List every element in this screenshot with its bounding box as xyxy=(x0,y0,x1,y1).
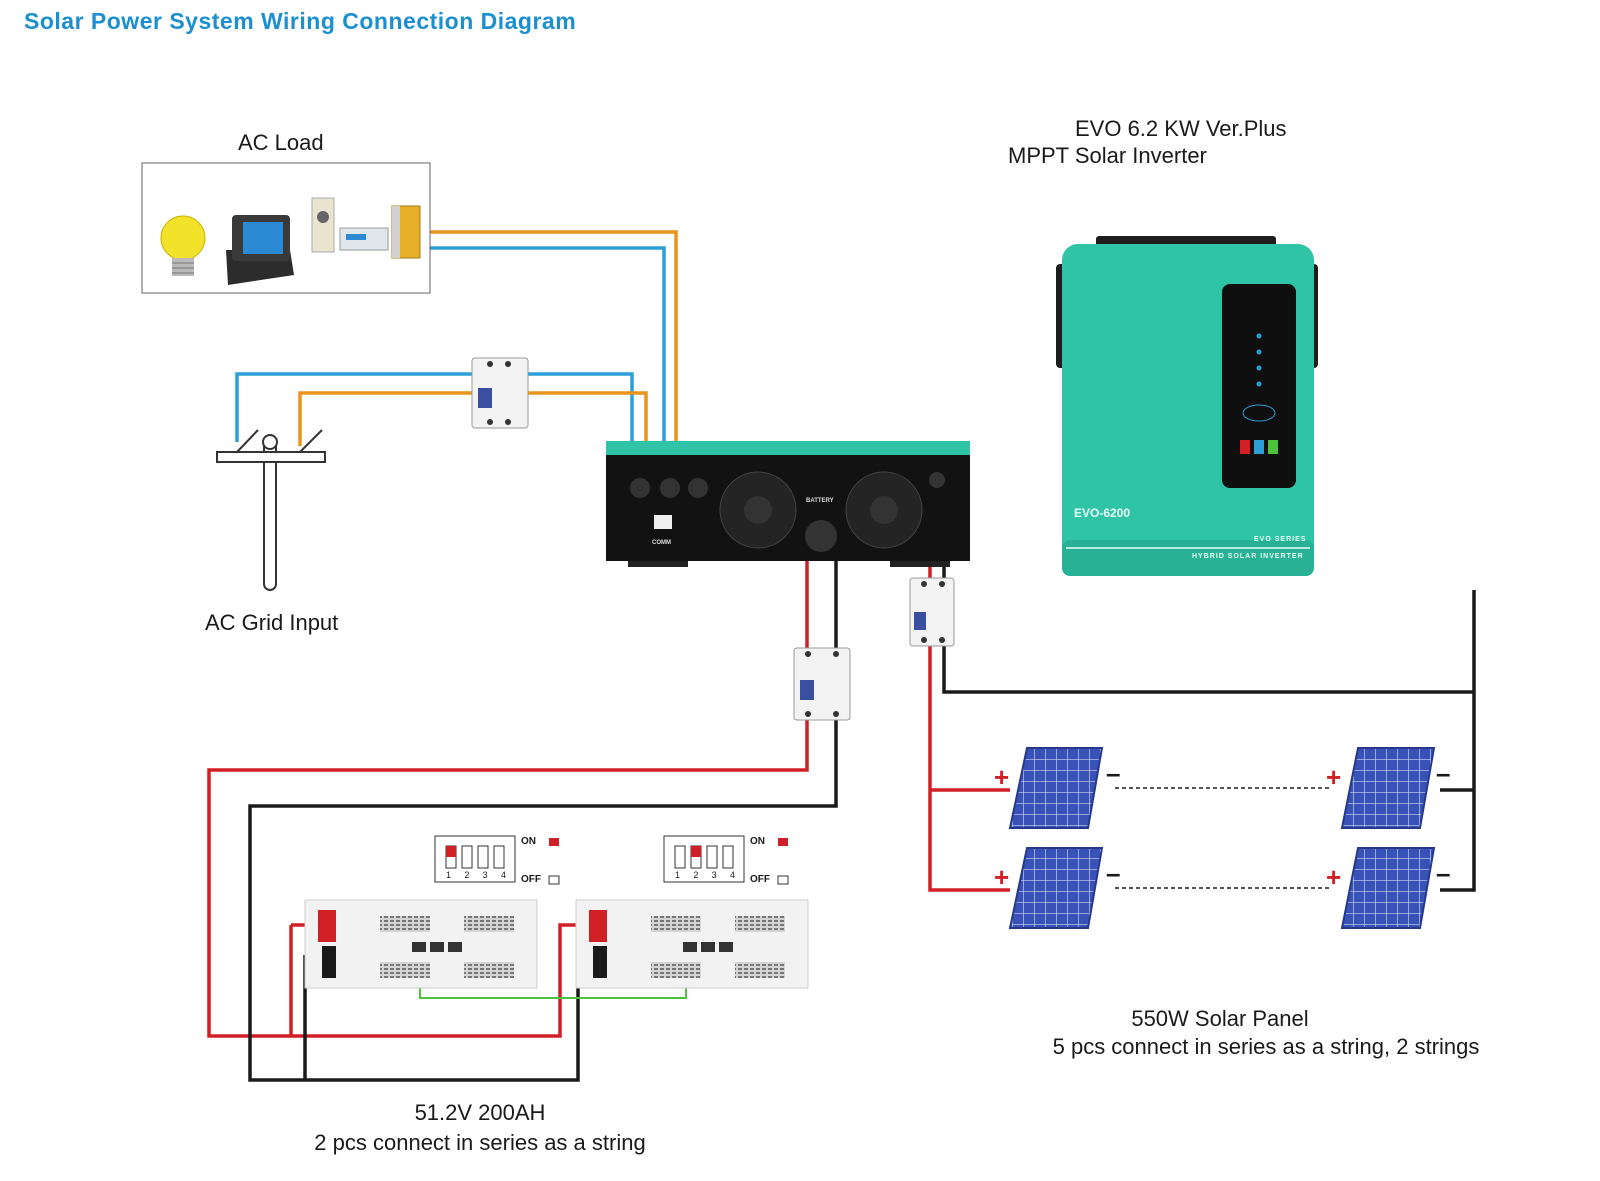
comm-port-icon xyxy=(654,515,672,529)
inverter-title-line2: MPPT Solar Inverter xyxy=(1008,143,1207,168)
dip1-num-4: 4 xyxy=(500,870,506,880)
dip1-num-2: 2 xyxy=(464,870,470,880)
solar-label-line1: 550W Solar Panel xyxy=(1131,1006,1309,1031)
battery-label-line2: 2 pcs connect in series as a string xyxy=(314,1130,646,1155)
dip2-on-label: ON xyxy=(750,836,765,847)
ac-grid-label: AC Grid Input xyxy=(205,610,339,635)
ac-load-label: AC Load xyxy=(238,130,324,155)
page-title: Solar Power System Wiring Connection Dia… xyxy=(24,8,577,34)
ac-load-wires xyxy=(424,230,678,470)
battery-unit-1 xyxy=(304,899,538,989)
fan-right-icon xyxy=(845,471,923,549)
stereo-icon xyxy=(311,197,421,259)
svg-text:–: – xyxy=(1436,858,1450,888)
inverter-front-view xyxy=(1056,236,1318,576)
solar-panel-1 xyxy=(1008,747,1104,829)
battery-unit-2 xyxy=(575,899,809,989)
battery-port-label: BATTERY xyxy=(806,498,834,504)
solar-panel-2 xyxy=(1340,747,1436,829)
dip2-num-4: 4 xyxy=(729,870,735,880)
tv-icon xyxy=(226,215,294,285)
grid-neutral-wire-2 xyxy=(528,372,634,470)
grid-neutral-wire xyxy=(235,372,476,442)
dip1-on-label: ON xyxy=(521,836,536,847)
dip1-num-1: 1 xyxy=(446,870,452,880)
svg-text:+: + xyxy=(994,762,1009,792)
svg-text:–: – xyxy=(1106,858,1120,888)
pv-positive-wire xyxy=(928,560,1010,892)
battery-breaker-icon xyxy=(793,647,851,721)
solar-label-line2: 5 pcs connect in series as a string, 2 s… xyxy=(1052,1034,1480,1059)
comm-port-label: COMM xyxy=(652,540,671,546)
inverter-series-text: EVO SERIES xyxy=(1254,536,1307,543)
solar-panel-4 xyxy=(1340,847,1436,929)
dip2-num-2: 2 xyxy=(693,870,699,880)
solar-panel-3 xyxy=(1008,847,1104,929)
battery-positive-main xyxy=(207,540,809,1038)
panel-polarity-marks: + – + – + – + – xyxy=(994,758,1450,892)
dip-switch-2 xyxy=(663,835,789,885)
pv-breaker-icon xyxy=(909,577,955,647)
dip2-off-label: OFF xyxy=(750,874,770,885)
dip1-numbers: 1 2 3 4 xyxy=(446,870,506,880)
fan-left-icon xyxy=(719,471,797,549)
dip2-num-1: 1 xyxy=(675,870,681,880)
svg-text:+: + xyxy=(994,862,1009,892)
ac-breaker-icon xyxy=(471,357,529,429)
inverter-type-text: HYBRID SOLAR INVERTER xyxy=(1192,553,1304,560)
battery-negative-main xyxy=(248,560,838,1082)
bulb-icon xyxy=(160,215,206,276)
svg-text:+: + xyxy=(1326,762,1341,792)
grid-live-wire xyxy=(298,391,476,446)
ac-load-neutral-wire xyxy=(424,246,666,470)
pv-wires xyxy=(928,560,1476,892)
dip1-num-3: 3 xyxy=(482,870,488,880)
battery-label-line1: 51.2V 200AH xyxy=(414,1100,546,1125)
inverter-model-text: EVO-6200 xyxy=(1074,506,1131,520)
svg-text:–: – xyxy=(1436,758,1450,788)
utility-pole-icon xyxy=(216,429,326,591)
dip2-num-3: 3 xyxy=(711,870,717,880)
dip1-off-label: OFF xyxy=(521,874,541,885)
svg-text:–: – xyxy=(1106,758,1120,788)
svg-text:+: + xyxy=(1326,862,1341,892)
dip2-numbers: 1 2 3 4 xyxy=(675,870,735,880)
ac-load-live-wire xyxy=(424,230,678,470)
inverter-bottom-panel xyxy=(606,441,970,567)
inverter-title-line1: EVO 6.2 KW Ver.Plus xyxy=(1075,116,1287,141)
pv-negative-wire xyxy=(942,560,1476,892)
dip-switch-1 xyxy=(434,835,560,885)
